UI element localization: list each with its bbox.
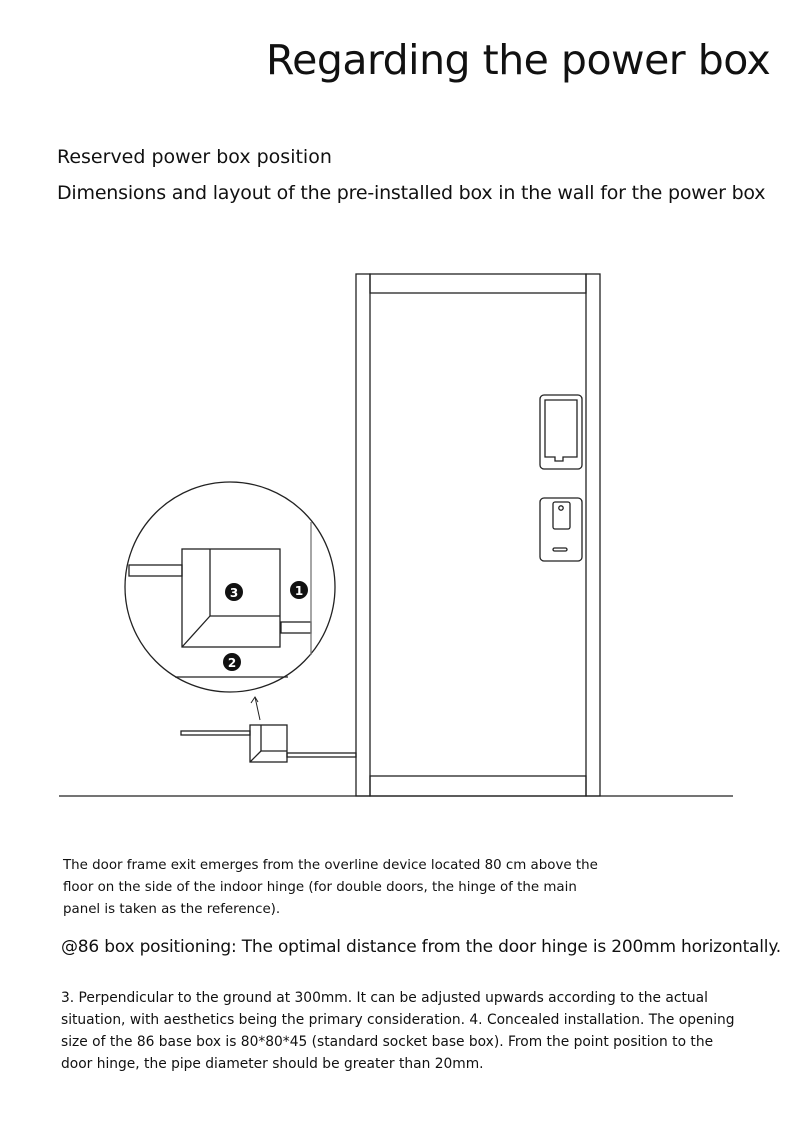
magnified-detail bbox=[124, 481, 336, 693]
door-frame-exit-note: The door frame exit emerges from the ove… bbox=[63, 858, 598, 917]
smart-lock-icon bbox=[539, 394, 583, 562]
section-subheading: Dimensions and layout of the pre-install… bbox=[57, 182, 766, 204]
page-title: Regarding the power box bbox=[266, 36, 771, 84]
section-heading: Reserved power box position bbox=[57, 146, 332, 168]
marker-3: 3 bbox=[225, 583, 243, 601]
door-frame bbox=[355, 273, 601, 797]
svg-text:1: 1 bbox=[295, 584, 303, 598]
svg-text:2: 2 bbox=[228, 656, 236, 670]
marker-1: 1 bbox=[290, 581, 308, 599]
svg-text:3: 3 bbox=[230, 586, 238, 600]
arrow-icon bbox=[250, 696, 261, 721]
marker-2: 2 bbox=[223, 653, 241, 671]
installation-notes: 3. Perpendicular to the ground at 300mm.… bbox=[61, 990, 735, 1072]
power-box-icon bbox=[180, 724, 357, 763]
box-positioning-note: @86 box positioning: The optimal distanc… bbox=[61, 937, 781, 957]
